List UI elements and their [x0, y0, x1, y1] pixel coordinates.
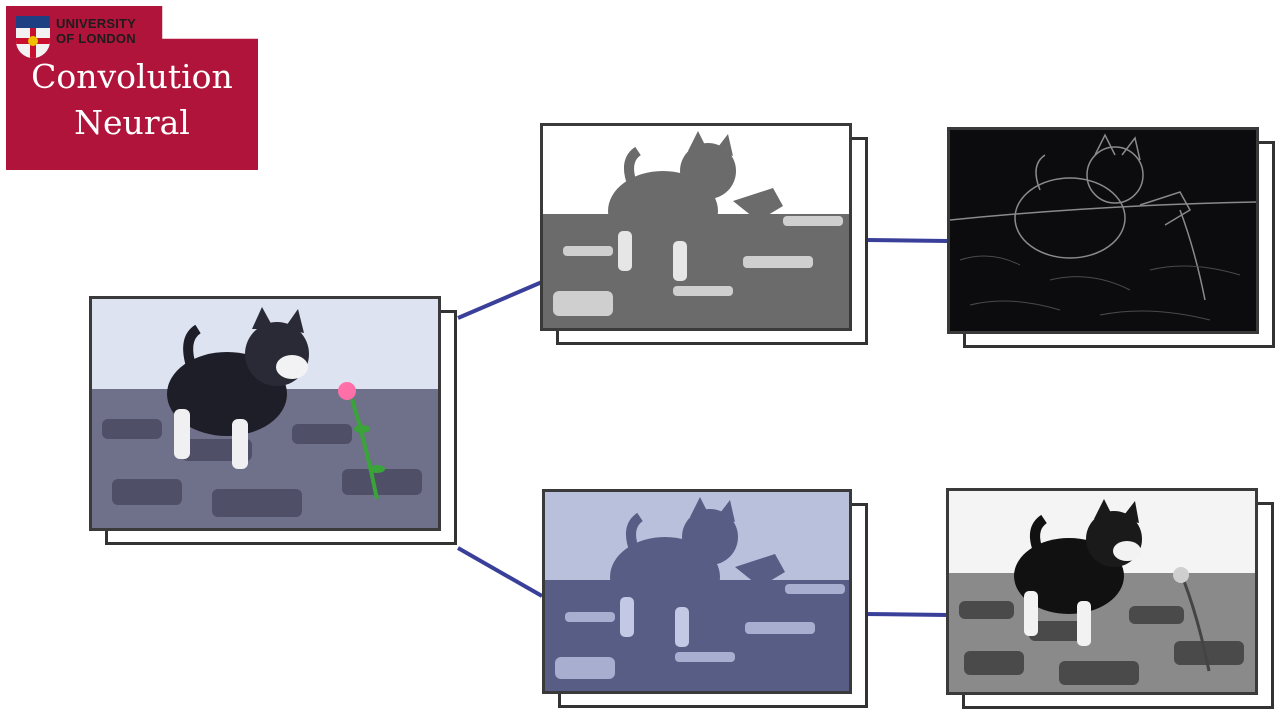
input-kitten-image — [89, 296, 441, 531]
edge-map-image-frame — [947, 127, 1275, 348]
filter-bottom-image-frame — [542, 489, 868, 708]
blue-posterized-image — [542, 489, 852, 694]
filter-top-image-frame — [540, 123, 868, 345]
connector-bottom-to-gray — [863, 612, 949, 617]
university-crest-icon — [16, 16, 50, 58]
title-line2: Neural — [74, 103, 190, 142]
input-image-frame — [89, 296, 457, 545]
slide-title: Convolution Neural — [6, 54, 258, 146]
connector-input-to-top — [457, 280, 543, 320]
connector-top-to-edge — [865, 238, 949, 243]
university-name: UNIVERSITY OF LONDON — [56, 16, 136, 46]
grayscale-kitten-image — [946, 488, 1258, 695]
connector-input-to-bottom — [457, 546, 543, 598]
gray-posterized-image — [540, 123, 852, 331]
university-line2: OF LONDON — [56, 31, 136, 46]
edge-detection-image — [947, 127, 1259, 334]
university-line1: UNIVERSITY — [56, 16, 137, 31]
title-line1: Convolution — [31, 57, 233, 96]
grayscale-image-frame — [946, 488, 1274, 709]
